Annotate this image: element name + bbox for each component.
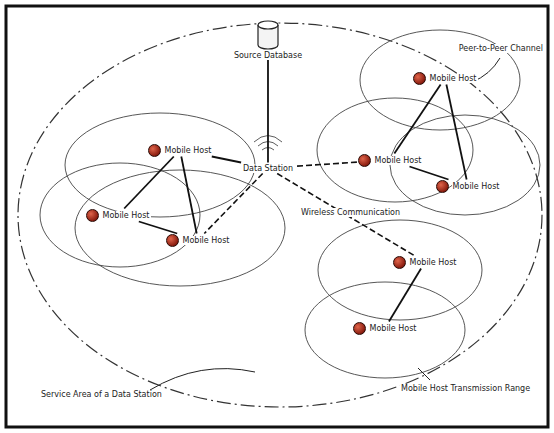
node-label: Mobile Host: [369, 324, 418, 333]
transmission-range: [40, 163, 200, 267]
mobile-host: Mobile Host: [393, 256, 458, 269]
host-icon: [393, 256, 406, 269]
host-icon: [166, 234, 179, 247]
host-icon: [86, 209, 99, 222]
host-icon: [436, 180, 449, 193]
database-node: Source Database: [233, 20, 303, 60]
wireless-link: [277, 174, 414, 256]
mobile-host: Mobile Host: [358, 154, 423, 167]
leader-line: [150, 369, 255, 390]
annotation-label: Wireless Communication: [300, 208, 401, 217]
host-icon: [413, 72, 426, 85]
frame: [6, 6, 548, 427]
transmission-range: [75, 170, 285, 286]
node-label: Mobile Host: [452, 182, 501, 191]
node-label: Mobile Host: [429, 74, 478, 83]
node-label: Mobile Host: [409, 258, 458, 267]
host-icon: [358, 154, 371, 167]
node-label: Data Station: [242, 164, 294, 173]
node-label: Mobile Host: [102, 211, 151, 220]
mobile-host: Mobile Host: [413, 72, 478, 85]
mobile-host: Mobile Host: [148, 144, 213, 157]
annotation-label: Mobile Host Transmission Range: [400, 384, 531, 393]
annotation-label: Service Area of a Data Station: [40, 390, 163, 399]
peer-link: [181, 157, 196, 234]
node-label: Mobile Host: [182, 236, 231, 245]
peer-link: [394, 85, 440, 154]
transmission-range: [390, 115, 540, 215]
peer-link: [124, 157, 174, 209]
base-station: Data Station: [239, 163, 297, 174]
annotation-label: Peer-to-Peer Channel: [458, 44, 544, 53]
peer-link: [212, 157, 241, 163]
wireless-link: [297, 162, 357, 166]
mobile-host: Mobile Host: [166, 234, 231, 247]
leader-line: [418, 368, 430, 380]
peer-link: [410, 167, 449, 180]
node-label: Source Database: [233, 51, 303, 60]
mobile-host: Mobile Host: [436, 180, 501, 193]
service-area: [18, 23, 542, 407]
transmission-range: [305, 282, 465, 378]
peer-link: [446, 85, 466, 180]
wireless-link: [204, 174, 262, 234]
mobile-host: Mobile Host: [353, 322, 418, 335]
peer-link: [389, 269, 421, 322]
peer-link: [139, 222, 177, 234]
transmission-range: [318, 220, 482, 320]
transmission-range: [317, 98, 473, 202]
transmission-range: [65, 113, 255, 217]
host-icon: [148, 144, 161, 157]
peer-link: [267, 60, 269, 163]
database-icon: [256, 20, 280, 50]
node-label: Mobile Host: [164, 146, 213, 155]
mobile-host: Mobile Host: [86, 209, 151, 222]
node-label: Mobile Host: [374, 156, 423, 165]
host-icon: [353, 322, 366, 335]
